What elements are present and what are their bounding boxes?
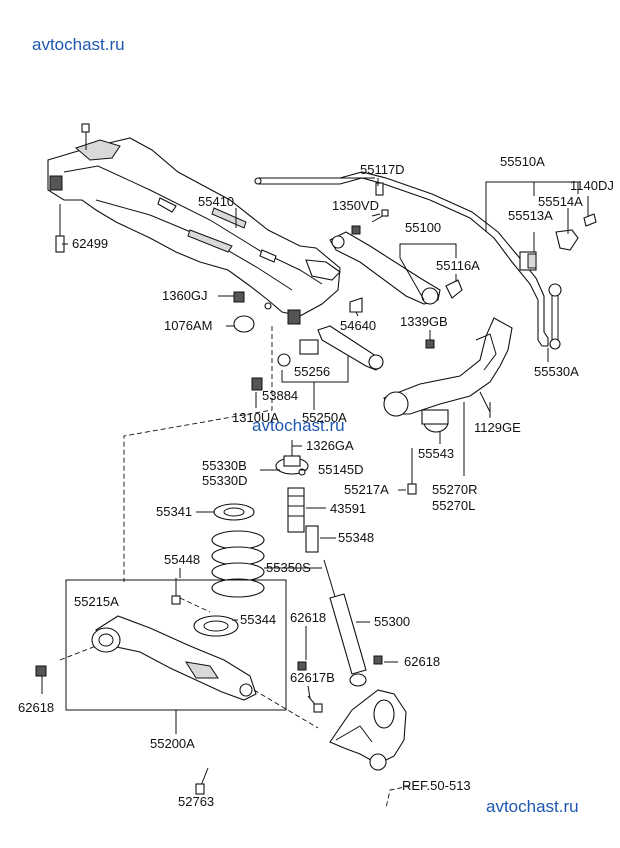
label-55117D: 55117D [360, 162, 405, 177]
label-55530A: 55530A [534, 364, 579, 379]
label-ref-50-513: REF.50-513 [402, 778, 471, 793]
label-1350VD: 1350VD [332, 198, 379, 213]
label-55217A: 55217A [344, 482, 389, 497]
label-55250A: 55250A [302, 410, 347, 425]
watermark-bottom: avtochast.ru [486, 797, 579, 816]
label-43591: 43591 [330, 501, 366, 516]
knuckle [329, 655, 407, 771]
label-1326GA: 1326GA [306, 438, 354, 453]
label-55256: 55256 [294, 364, 330, 379]
label-1310UA: 1310UA [232, 410, 279, 425]
label-55300: 55300 [374, 614, 410, 629]
label-1140DJ: 1140DJ [570, 178, 614, 193]
label-54640: 54640 [340, 318, 376, 333]
stabilizer-bar [254, 171, 597, 350]
label-55145D: 55145D [318, 462, 364, 477]
connection-lines [59, 326, 411, 809]
label-55350S: 55350S [266, 560, 311, 575]
label-55341: 55341 [156, 504, 192, 519]
label-62499: 62499 [72, 236, 108, 251]
label-1360GJ: 1360GJ [162, 288, 208, 303]
label-55410: 55410 [198, 194, 234, 209]
label-53884: 53884 [262, 388, 298, 403]
trailing-arm [383, 317, 513, 495]
label-55200A: 55200A [150, 736, 195, 751]
label-62617B: 62617B [290, 670, 335, 685]
watermark-middle: avtochast.ru [252, 416, 345, 435]
label-62618-left: 62618 [18, 700, 54, 715]
lower-arm [35, 615, 323, 795]
label-55514A: 55514A [538, 194, 583, 209]
label-55510A: 55510A [500, 154, 545, 169]
assist-link [55, 204, 384, 391]
label-55116A: 55116A [436, 258, 480, 273]
label-55543: 55543 [418, 446, 454, 461]
label-55330D: 55330D [202, 473, 248, 488]
upper-arm [329, 209, 463, 305]
label-55348: 55348 [338, 530, 374, 545]
lower-arm-group-box [65, 579, 287, 711]
label-52763: 52763 [178, 794, 214, 809]
label-62618-right: 62618 [404, 654, 440, 669]
label-1339GB: 1339GB [400, 314, 448, 329]
label-55448: 55448 [164, 552, 200, 567]
label-55270R: 55270R [432, 482, 478, 497]
label-55100: 55100 [405, 220, 441, 235]
crossmember [47, 123, 341, 325]
label-55270L: 55270L [432, 498, 475, 513]
label-55513A: 55513A [508, 208, 553, 223]
label-55344: 55344 [240, 612, 276, 627]
label-55215A: 55215A [74, 594, 119, 609]
label-1076AM: 1076AM [164, 318, 212, 333]
label-55330B: 55330B [202, 458, 247, 473]
label-1129GE: 1129GE [474, 420, 521, 435]
leader-lines [41, 177, 589, 734]
watermark-top: avtochast.ru [32, 35, 125, 54]
part-labels: 55117D 55510A 1140DJ 55410 1350VD 55514A… [18, 154, 614, 809]
label-62618-upper: 62618 [290, 610, 326, 625]
